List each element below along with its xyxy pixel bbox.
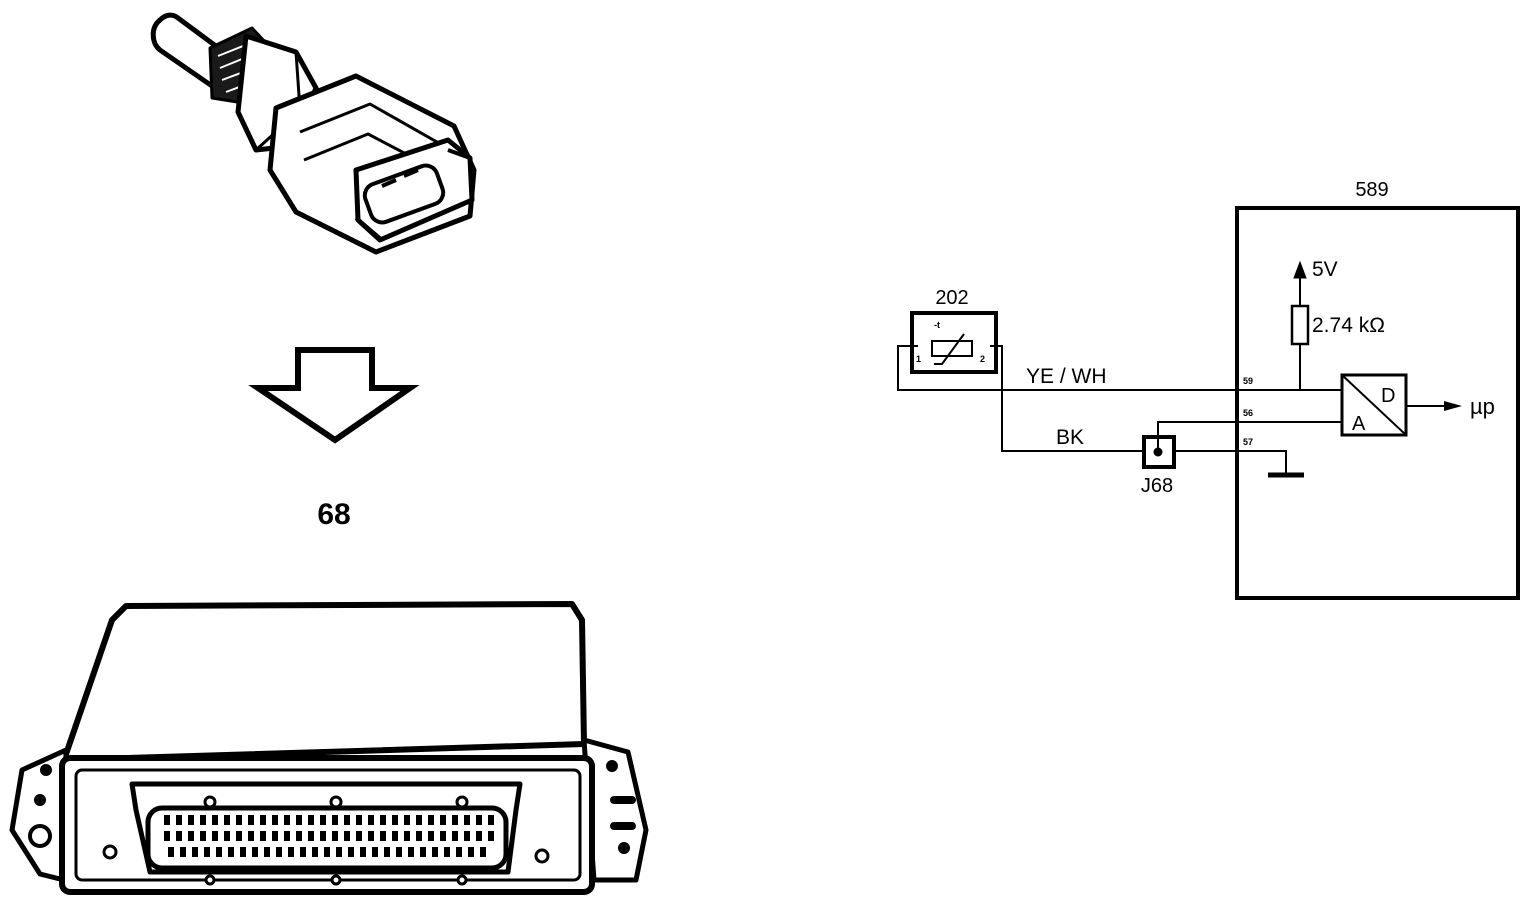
junction-reference: J68: [1141, 475, 1173, 497]
wiring-schematic: 589 5V 2.74 kΩ D A µp 202 -t 1 2 YE: [897, 179, 1520, 600]
output-arrow-icon: [1444, 401, 1462, 411]
sensor-reference: 202: [935, 287, 968, 309]
ecu-pin-reference: 56: [1243, 408, 1253, 418]
signal-wire-color: YE / WH: [1026, 365, 1107, 388]
supply-voltage: 5V: [1312, 258, 1338, 281]
converter-analog-label: A: [1352, 413, 1366, 435]
resistor-value: 2.74 kΩ: [1312, 314, 1385, 337]
ecu-reference: 589: [1355, 179, 1388, 201]
ground-wire: [990, 345, 1287, 474]
supply-arrow-icon: [1293, 260, 1307, 279]
ad-converter: D A: [1340, 373, 1408, 437]
down-arrow-icon: [248, 347, 420, 444]
signal-wire: [897, 345, 1342, 391]
thermistor-icon: [931, 340, 973, 357]
ecu-unit-illustration: [9, 601, 649, 895]
ground-wire-color: BK: [1056, 426, 1084, 449]
ecu-pin-signal: 59: [1243, 376, 1253, 386]
ecu-pin-ground: 57: [1243, 437, 1253, 447]
sensor-pin-2: 2: [980, 354, 985, 364]
ecu-box: [1235, 206, 1520, 600]
thermistor-mark: -t: [934, 320, 940, 330]
junction-dot: [1153, 447, 1163, 457]
microprocessor-label: µp: [1470, 394, 1495, 419]
sensor-pin-1: 1: [916, 354, 921, 364]
pullup-resistor: [1290, 304, 1310, 346]
temperature-sensor-illustration: [150, 12, 477, 255]
converter-digital-label: D: [1381, 385, 1395, 407]
connector-number: 68: [317, 498, 350, 531]
